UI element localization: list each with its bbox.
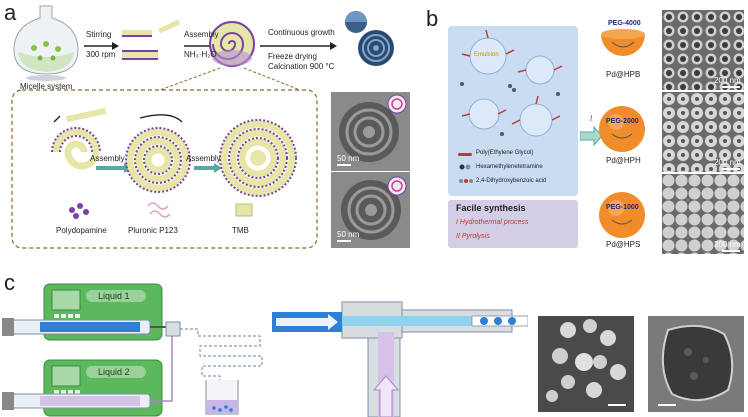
pd-hpb-icon	[601, 29, 645, 56]
panel-label-a: a	[4, 0, 17, 25]
liquid2-label: Liquid 2	[98, 367, 130, 377]
pd-hpb-label: Pd@HPB	[606, 70, 641, 79]
panel-label-c: c	[4, 270, 15, 295]
facile-synthesis-box	[448, 200, 578, 248]
legend-pluronic: Pluronic P123	[128, 226, 178, 235]
tmb-icon	[235, 203, 253, 217]
legend-polydopamine: Polydopamine	[56, 226, 107, 235]
micelle-flask-icon	[13, 5, 79, 81]
t-junction-device	[272, 301, 528, 417]
assembly-reagent: NH₃·H₂O	[184, 50, 217, 59]
arrow-label: I	[590, 114, 593, 123]
stirring-label: Stirring	[86, 30, 112, 39]
carbon-sphere-icon	[345, 11, 394, 66]
sem-scale-2: 200 nm	[714, 158, 741, 167]
legend-peg: Poly(Ethylene Glycol)	[476, 150, 534, 156]
pd-hps-label: Pd@HPS	[606, 240, 641, 249]
sem-scale-3: 200 nm	[714, 240, 741, 249]
tem-scale-2: 50 nm	[337, 230, 360, 239]
growth-stage-1	[51, 107, 107, 170]
inset-assembly-1: Assembly	[90, 154, 125, 163]
tem-scale-1: 50 nm	[337, 154, 360, 163]
process-line-2: Freeze drying	[268, 52, 317, 61]
legend-dhba: 2,4-Dihydroxybenzoic acid	[476, 178, 547, 184]
peg-icon	[458, 153, 472, 156]
peg1000-label: PEG-1000	[606, 204, 639, 211]
peg4000-label: PEG-4000	[608, 20, 641, 27]
pd-hph-icon	[599, 106, 645, 152]
polydopamine-icon	[69, 203, 89, 219]
panel-label-b: b	[426, 6, 439, 31]
growth-stage-2	[125, 114, 191, 193]
assembly-label: Assembly	[184, 30, 219, 39]
sem-image-hpb: 200 nm	[662, 10, 744, 90]
inset-box	[11, 89, 318, 249]
process-line-3: Calcination 900 °C	[268, 62, 335, 71]
peg2000-label: PEG-2000	[606, 118, 639, 125]
sem-image-droplets	[538, 316, 634, 412]
liquid1-label: Liquid 1	[98, 291, 130, 301]
emulsion-label: Emulsion	[474, 52, 499, 58]
sem-image-porous	[648, 316, 744, 412]
sem-image-hph: 200 nm	[662, 92, 744, 172]
panel-a-top-schematic	[11, 5, 394, 249]
sheet-stack-icon	[122, 19, 181, 60]
process-line-1: Continuous growth	[268, 28, 335, 37]
growth-stage-3	[219, 119, 297, 197]
facile-title: Facile synthesis	[456, 203, 526, 213]
emulsion-droplets	[460, 29, 563, 137]
legend-tmb: TMB	[232, 226, 249, 235]
sem-image-hps: 200 nm	[662, 174, 744, 254]
spiral-particle-icon	[209, 21, 255, 67]
pluronic-icon	[147, 202, 171, 218]
tem-image-1: 50 nm	[331, 92, 410, 171]
syringe-pump-setup	[2, 283, 263, 417]
pd-hps-icon	[599, 192, 645, 238]
pd-hph-label: Pd@HPH	[606, 156, 641, 165]
legend-hmt: Hexamethylenetetramine	[476, 164, 543, 170]
stirring-speed: 300 rpm	[86, 50, 116, 59]
step-hydrothermal: I Hydrothermal process	[456, 219, 529, 226]
dhba-icon	[459, 179, 473, 183]
hmt-icon	[459, 164, 471, 170]
inset-assembly-2: Assembly	[186, 154, 221, 163]
sem-scale-1: 200 nm	[714, 76, 741, 85]
tem-image-2: 50 nm	[331, 172, 410, 248]
micelle-label: Micelle system	[20, 82, 73, 91]
product-arrow	[580, 126, 603, 146]
step-pyrolysis: II Pyrolysis	[456, 233, 490, 240]
